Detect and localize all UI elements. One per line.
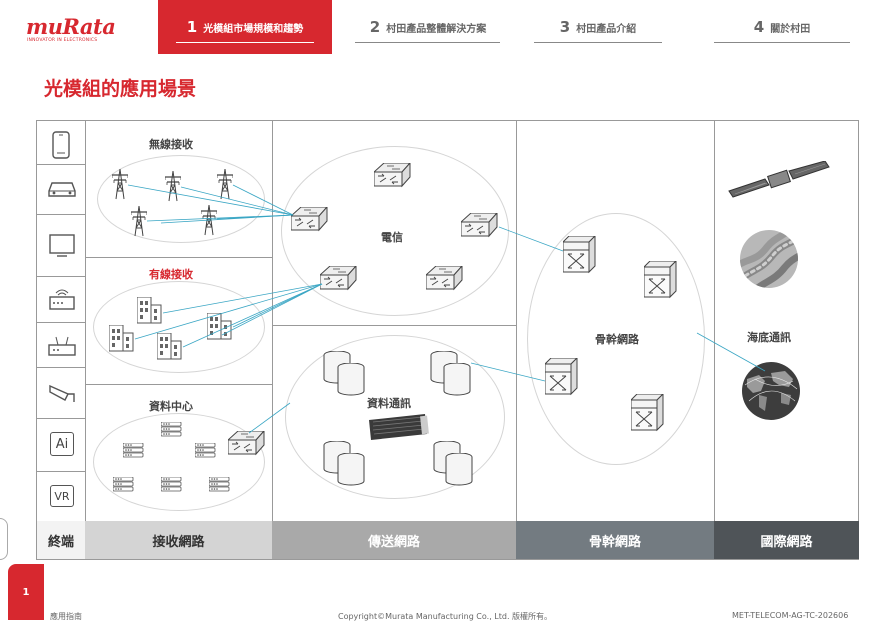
- backbone-ellipse: [527, 213, 705, 465]
- tv-icon: [49, 234, 75, 257]
- column-divider: [85, 121, 86, 559]
- row-divider: [37, 322, 85, 323]
- row-divider: [37, 164, 85, 165]
- smartphone-icon: [52, 131, 70, 159]
- murata-logo: muRata INNOVATOR IN ELECTRONICS: [24, 14, 116, 48]
- tab-underline: [355, 42, 500, 43]
- tab-number: 2: [369, 18, 381, 36]
- datacenter-label: 資料中心: [149, 400, 193, 413]
- wireless-ellipse: [97, 155, 265, 243]
- band-international: 國際網路: [714, 521, 859, 559]
- row-divider: [85, 257, 272, 258]
- tab-underline: [714, 42, 850, 43]
- tab-label: 關於村田: [770, 23, 811, 35]
- telecom-label: 電信: [381, 231, 403, 244]
- row-divider: [37, 471, 85, 472]
- page-title: 光模組的應用場景: [44, 78, 197, 100]
- row-divider: [37, 418, 85, 419]
- datacenter-ellipse: [93, 413, 265, 511]
- side-handle[interactable]: [0, 518, 8, 560]
- tab-number: 1: [186, 18, 198, 36]
- footer-copyright: Copyright©Murata Manufacturing Co., Ltd.…: [338, 612, 553, 621]
- band-transport: 傳送網路: [272, 521, 516, 559]
- tab-market-trends[interactable]: 1 光模組市場規模和趨勢: [158, 0, 332, 54]
- world-map-image: [742, 362, 800, 420]
- connection-lines: [127, 184, 766, 434]
- tab-underline: [534, 42, 662, 43]
- row-divider: [85, 384, 272, 385]
- router-icon: [49, 289, 75, 310]
- logo-tagline: INNOVATOR IN ELECTRONICS: [27, 38, 98, 43]
- submarine-label: 海底通訊: [747, 331, 791, 344]
- column-divider: [516, 121, 517, 559]
- set-top-box-icon: [48, 336, 76, 356]
- wired-label: 有線接收: [149, 268, 193, 281]
- row-divider: [37, 276, 85, 277]
- satellite-icon: [728, 161, 830, 198]
- wired-ellipse: [93, 281, 265, 373]
- tab-number: 4: [753, 18, 765, 36]
- tab-underline: [176, 42, 314, 43]
- telecom-ellipse: [281, 146, 509, 316]
- camera-icon: [49, 384, 75, 402]
- row-divider: [37, 367, 85, 368]
- band-backbone: 骨幹網路: [516, 521, 714, 559]
- logo-wordmark: muRata: [26, 14, 116, 39]
- submarine-cable-image: [740, 230, 798, 288]
- tab-label: 村田產品整體解決方案: [386, 23, 487, 35]
- backbone-label: 骨幹網路: [595, 333, 639, 346]
- tab-label: 光模組市場規模和趨勢: [203, 23, 304, 35]
- wireless-label: 無線接收: [149, 138, 193, 151]
- datacomm-ellipse: [285, 335, 505, 499]
- footer-doc-id: MET-TELECOM-AG-TC-202606: [732, 611, 849, 620]
- ai-icon: Ai: [50, 432, 74, 456]
- row-divider: [272, 325, 516, 326]
- band-access: 接收網路: [85, 521, 272, 559]
- datacomm-label: 資料通訊: [367, 397, 411, 410]
- application-diagram: Ai VR 無線接收 有線接收 資料中心 電信 資料通訊 骨幹網路: [36, 120, 859, 560]
- band-terminal: 終端: [37, 521, 85, 559]
- page-number: 1: [8, 564, 44, 620]
- column-divider: [272, 121, 273, 559]
- car-icon: [48, 182, 76, 197]
- vr-icon: VR: [50, 485, 74, 507]
- tab-total-solution[interactable]: 2 村田產品整體解決方案: [344, 0, 512, 54]
- tab-label: 村田產品介紹: [576, 23, 637, 35]
- row-divider: [37, 214, 85, 215]
- footer-guide: 應用指南: [50, 612, 82, 621]
- tab-number: 3: [559, 18, 571, 36]
- optical-module-icon: [369, 414, 429, 440]
- tab-products[interactable]: 3 村田產品介紹: [534, 0, 662, 54]
- column-divider: [714, 121, 715, 559]
- tab-about[interactable]: 4 關於村田: [714, 0, 850, 54]
